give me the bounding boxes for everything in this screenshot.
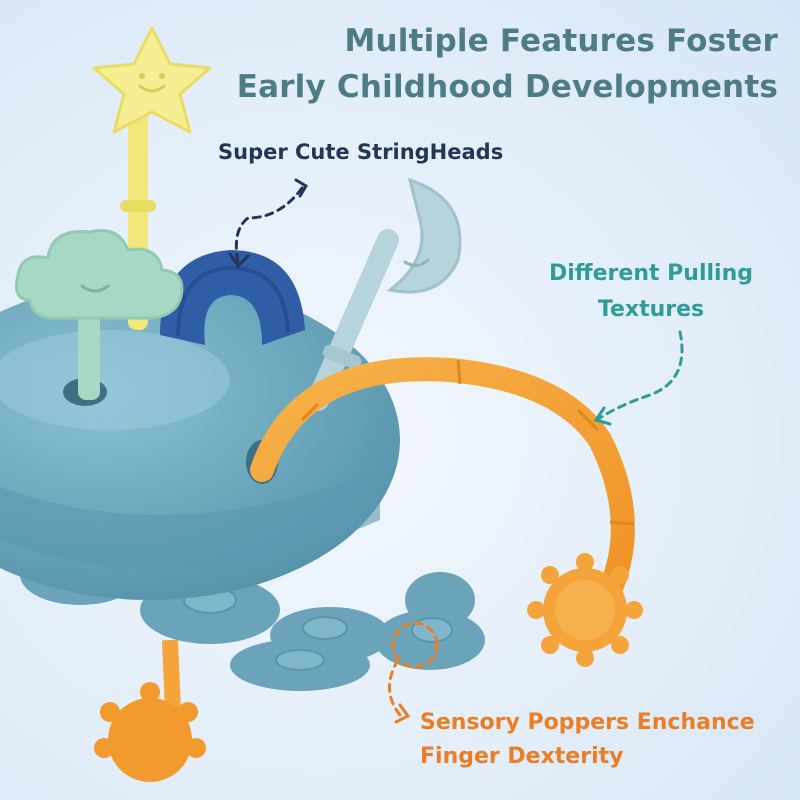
rainbow-stringhead [160,250,305,345]
callout-sensory-poppers: Sensory Poppers Enchance Finger Dexterit… [420,706,755,774]
headline: Multiple Features Foster Early Childhood… [237,18,778,110]
orange-pull-string [250,357,643,667]
callout-pulling-line-2: Textures [597,297,705,322]
callout-arrow-stringheads [234,186,304,264]
callout-string-heads: Super Cute StringHeads [218,140,504,164]
callout-arrow-pulling [598,330,684,420]
callout-arrow-poppers [388,621,439,717]
callout-pulling-textures: Different Pulling Textures [520,256,782,328]
headline-line-2: Early Childhood Developments [236,69,778,105]
headline-line-1: Multiple Features Foster [344,23,778,59]
moon-stringhead [307,177,462,411]
cloud-stringhead [15,229,184,400]
callout-poppers-line-1: Sensory Poppers Enchance [420,710,755,735]
sun-pull-head [527,553,643,667]
callout-pulling-line-1: Different Pulling [549,261,753,286]
callout-poppers-line-2: Finger Dexterity [420,744,624,769]
bottom-gear-pull [94,639,206,782]
